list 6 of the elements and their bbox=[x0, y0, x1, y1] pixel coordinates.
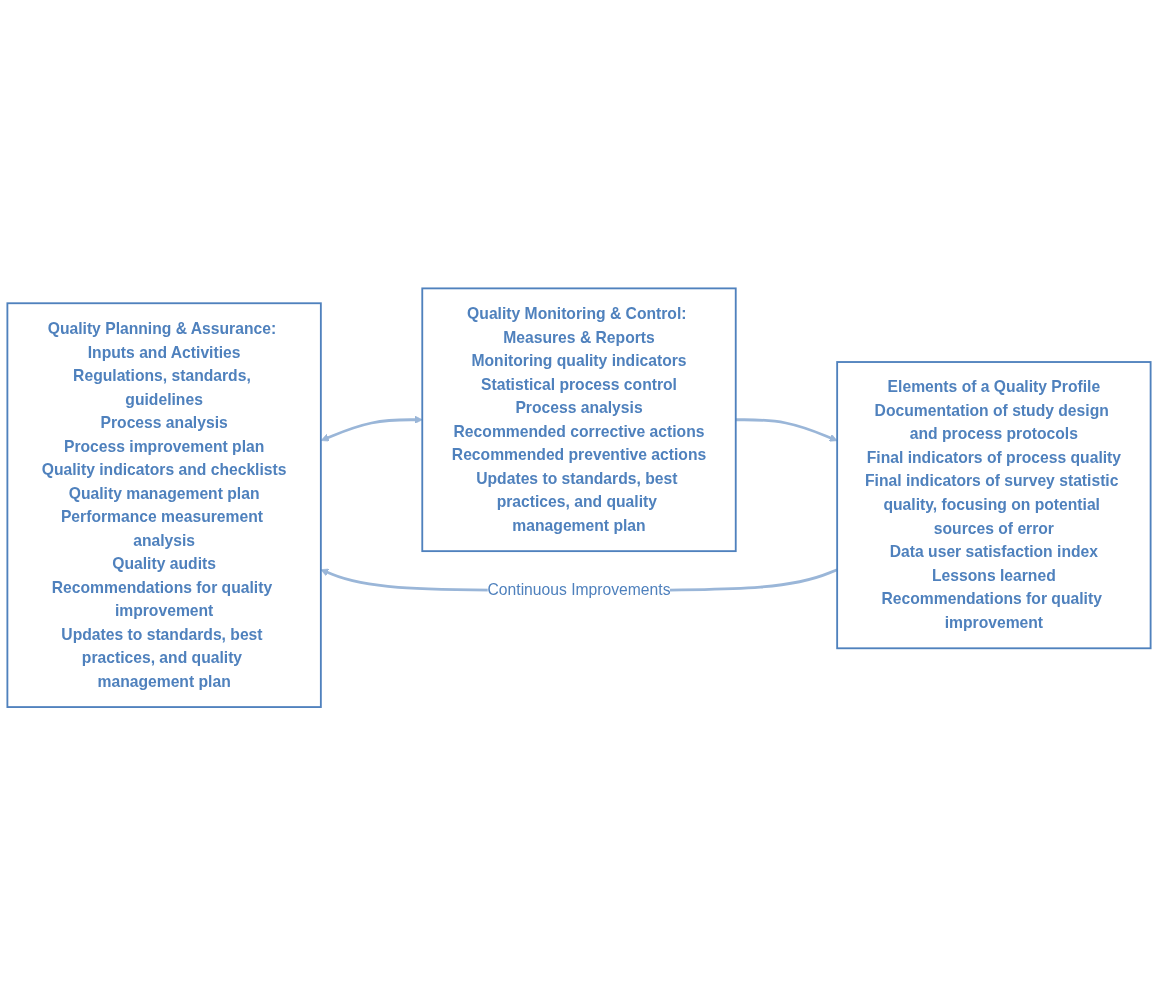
arrow bbox=[735, 418, 838, 442]
arrow bbox=[320, 416, 423, 442]
edge-label: Continuous Improvements bbox=[487, 581, 671, 600]
node-box: Quality Monitoring & Control: Measures & Reports Monitoring quality indicators Statistical process control Process analysis Recommended corrective actions Recommended preventive actions Updates to standards, best practices, and quality management plan bbox=[421, 287, 737, 553]
node-box: Quality Planning & Assurance: Inputs and Activities Regulations, standards, guidelines Process analysis Process improvement plan Quality indicators and checklists Quality management plan Performance measurement analysis Quality audits Recommendations for quality improvement Updates to standards, best practices, and quality management plan bbox=[6, 302, 322, 709]
node-box: Elements of a Quality Profile Documentation of study design and process protocols Final indicators of process quality Final indicators of survey statistic quality, focusing on potential sources of error Data user satisfaction index Lessons learned Recommendations for quality improvement bbox=[836, 361, 1152, 650]
